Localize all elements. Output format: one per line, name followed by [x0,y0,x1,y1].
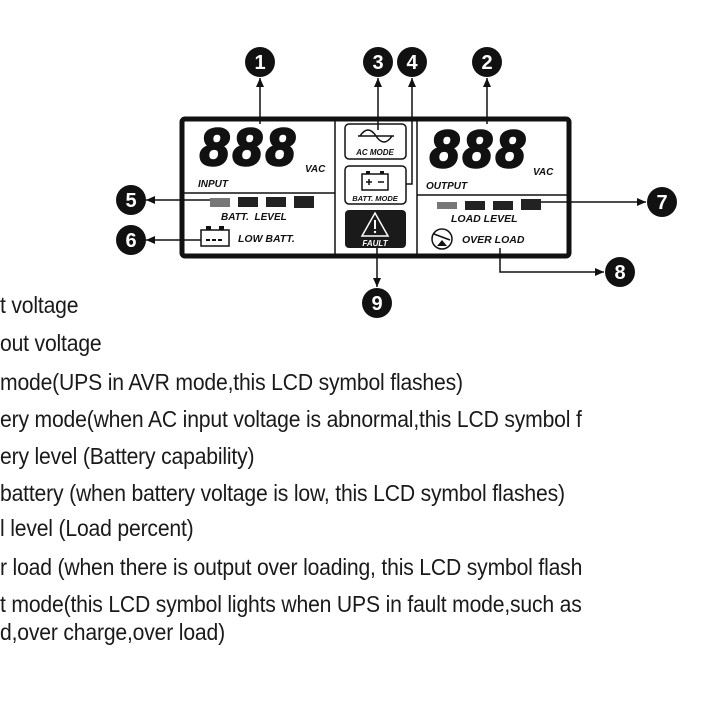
output-voltage-digits: 888 [430,121,529,179]
callout-7: 7 [647,187,677,217]
description-9: t mode(this LCD symbol lights when UPS i… [0,591,582,617]
svg-text:4: 4 [406,52,418,74]
description-4: ery mode(when AC input voltage is abnorm… [0,406,582,432]
input-voltage-digits: 888 [200,119,299,177]
callout-6: 6 [116,225,146,255]
svg-text:7: 7 [656,192,667,214]
callout-8: 8 [605,257,635,287]
svg-text:9: 9 [371,293,382,315]
callout-2: 2 [472,47,502,77]
batt-mode-box [344,165,407,205]
description-8: r load (when there is output over loadin… [0,554,583,580]
ac-mode-label: AC MODE [355,148,394,157]
low-battery-icon [200,226,230,247]
description-2: out voltage [0,330,102,356]
description-3: mode(UPS in AVR mode,this LCD symbol fla… [0,369,463,395]
input-label: INPUT [198,179,229,190]
battery-level-bars [210,196,314,208]
fault-label: FAULT [362,239,388,248]
load-level-label: LOAD LEVEL [451,213,518,225]
callout-5: 5 [116,185,146,215]
batt-level-label: BATT. LEVEL [221,212,287,223]
output-label: OUTPUT [426,181,468,192]
low-batt-label: LOW BATT. [238,233,295,245]
load-level-bars [437,199,541,210]
description-6: battery (when battery voltage is low, th… [0,480,565,506]
description-1: t voltage [0,292,79,318]
batt-mode-label: BATT. MODE [352,194,399,203]
over-load-label: OVER LOAD [462,234,525,246]
description-9-cont: d,over charge,over load) [0,619,225,645]
description-5: ery level (Battery capability) [0,443,255,469]
ac-mode-box [344,123,407,160]
svg-text:3: 3 [372,52,383,74]
over-load-icon [431,228,453,250]
battery-icon [361,171,389,191]
output-unit: VAC [533,167,554,178]
warning-icon [360,211,390,237]
svg-text:1: 1 [254,52,265,74]
svg-text:8: 8 [614,262,625,284]
input-unit: VAC [305,164,326,175]
callout-3: 3 [363,47,393,77]
sine-wave-icon [358,129,394,143]
svg-text:5: 5 [125,190,136,212]
description-7: l level (Load percent) [0,515,194,541]
callout-4: 4 [397,47,427,77]
svg-text:6: 6 [125,230,136,252]
callout-9: 9 [362,288,392,318]
callout-1: 1 [245,47,275,77]
arrowheads [146,78,646,287]
svg-text:2: 2 [481,52,492,74]
